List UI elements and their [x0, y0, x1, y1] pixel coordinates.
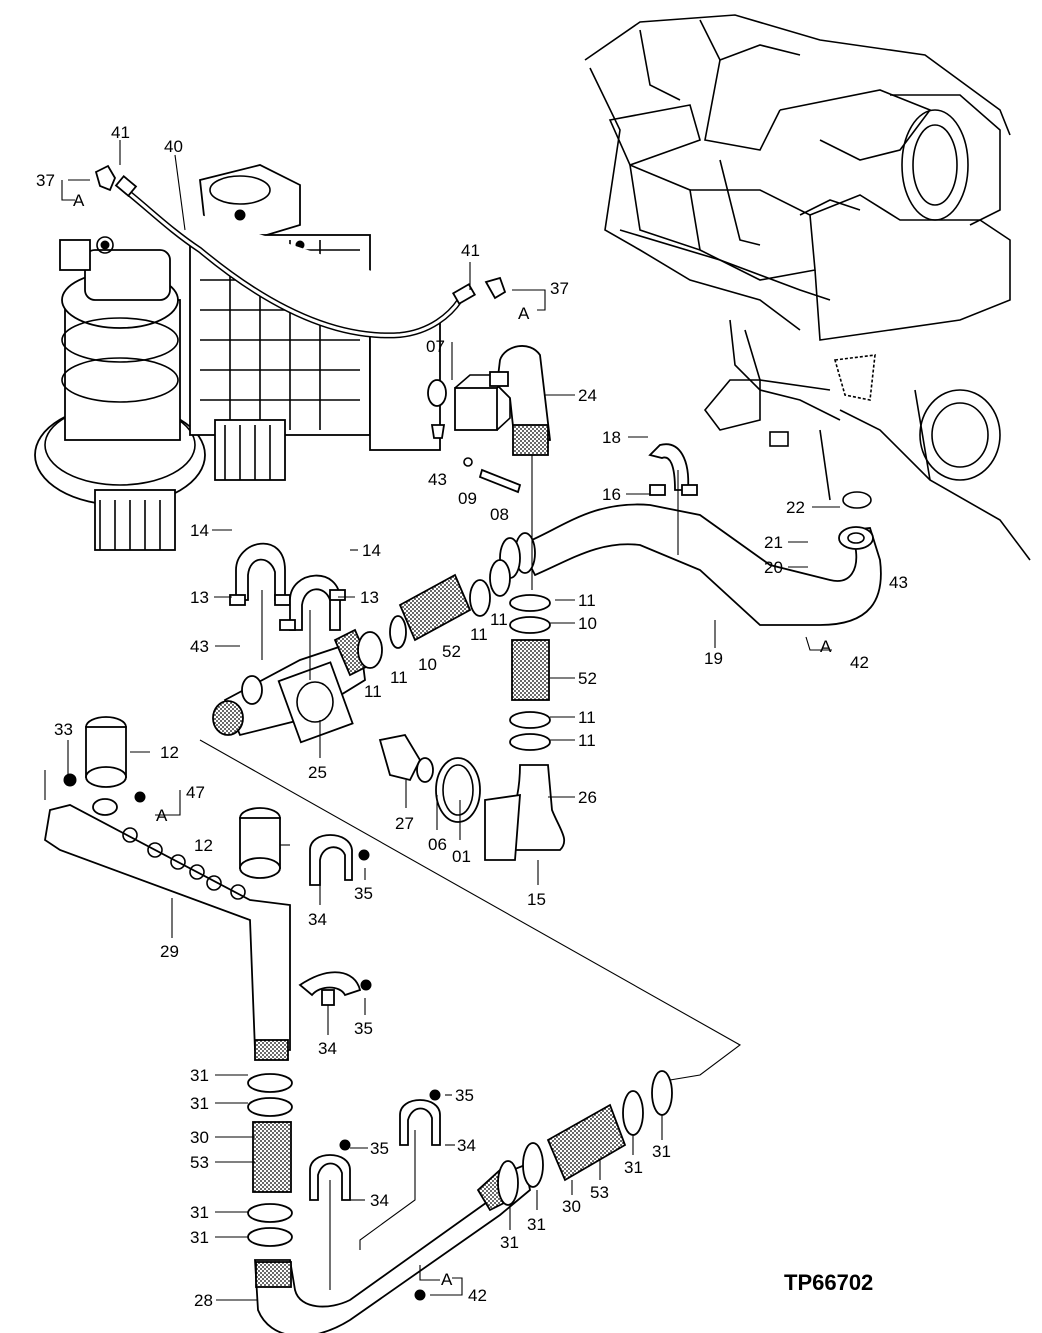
- pilot-hose: [114, 174, 477, 339]
- callout-c11c: 11: [364, 682, 382, 701]
- callout-c13b: 13: [360, 588, 379, 607]
- callout-c41a: 41: [111, 123, 130, 142]
- callout-c06: 06: [428, 835, 447, 854]
- callout-c24: 24: [578, 386, 597, 405]
- callout-c30b: 30: [562, 1197, 581, 1216]
- callout-c31f: 31: [527, 1215, 546, 1234]
- main-pipe: [499, 443, 882, 626]
- callout-c43b: 43: [889, 573, 908, 592]
- swing-motor-and-control-valve: [34, 164, 441, 551]
- callout-c34c: 34: [457, 1136, 476, 1155]
- callout-c35a: 35: [354, 884, 373, 903]
- callout-cAe: A: [441, 1270, 453, 1289]
- callout-c37b: 37: [550, 279, 569, 298]
- callout-c52b: 52: [578, 669, 597, 688]
- callout-c27: 27: [395, 814, 414, 833]
- callout-c42a: 42: [850, 653, 869, 672]
- callout-c43c: 43: [190, 637, 209, 656]
- machine-frame-illustration: [584, 14, 1031, 561]
- callout-c19: 19: [704, 649, 723, 668]
- callout-c31g: 31: [624, 1158, 643, 1177]
- callout-c09: 09: [458, 489, 477, 508]
- fitting-elbows: [94, 164, 507, 300]
- callout-c35b: 35: [354, 1019, 373, 1038]
- callout-c08: 08: [490, 505, 509, 524]
- lower-pipe-group: [247, 1070, 673, 1333]
- callout-c12a: 12: [160, 743, 179, 762]
- callout-c21: 21: [764, 533, 783, 552]
- callout-c52a: 52: [442, 642, 461, 661]
- assembly-reference-lines: [44, 455, 742, 1290]
- callout-c11d: 11: [390, 668, 408, 687]
- callout-c15: 15: [527, 890, 546, 909]
- lower-manifold-group: [44, 716, 372, 1061]
- leader-lines: [61, 140, 840, 1301]
- callout-c53b: 53: [590, 1183, 609, 1202]
- callout-c12b: 12: [194, 836, 213, 855]
- callout-c31d: 31: [190, 1228, 209, 1247]
- intake-adapter-group: [212, 542, 511, 823]
- callout-c35d: 35: [370, 1139, 389, 1158]
- callout-c41b: 41: [461, 241, 480, 260]
- callout-cAa: A: [73, 191, 85, 210]
- callout-c16: 16: [602, 485, 621, 504]
- callout-c43a: 43: [428, 470, 447, 489]
- callout-c01: 01: [452, 847, 471, 866]
- callout-c25: 25: [308, 763, 327, 782]
- callout-c28: 28: [194, 1291, 213, 1310]
- drawing-code: TP66702: [784, 1270, 873, 1295]
- callout-c35c: 35: [455, 1086, 474, 1105]
- callout-c40: 40: [164, 137, 183, 156]
- callout-c31a: 31: [190, 1066, 209, 1085]
- callout-c18: 18: [602, 428, 621, 447]
- callout-c29: 29: [160, 942, 179, 961]
- callout-c22: 22: [786, 498, 805, 517]
- callout-c14b: 14: [362, 541, 381, 560]
- callout-c11f: 11: [578, 708, 596, 727]
- callout-c31h: 31: [652, 1142, 671, 1161]
- callout-c11b: 11: [470, 625, 488, 644]
- callout-c14a: 14: [190, 521, 209, 540]
- callout-c20: 20: [764, 558, 783, 577]
- callout-c30a: 30: [190, 1128, 209, 1147]
- callout-c34b: 34: [318, 1039, 337, 1058]
- callout-cAb: A: [518, 304, 530, 323]
- callout-c37a: 37: [36, 171, 55, 190]
- callout-c53a: 53: [190, 1153, 209, 1172]
- callout-c26: 26: [578, 788, 597, 807]
- callout-c11e: 11: [578, 591, 596, 610]
- callout-c31c: 31: [190, 1203, 209, 1222]
- callout-c07: 07: [426, 337, 445, 356]
- callout-c10a: 10: [418, 655, 437, 674]
- drain-pipe-group: [427, 345, 551, 494]
- callout-labels: 41 40 37 A 41 37 A 07 24 43 09 08 18 16 …: [36, 123, 908, 1310]
- callout-c34a: 34: [308, 910, 327, 929]
- callout-c13a: 13: [190, 588, 209, 607]
- vertical-connector-group: [484, 594, 565, 861]
- callout-c31e: 31: [500, 1233, 519, 1252]
- callout-c33: 33: [54, 720, 73, 739]
- callout-c47: 47: [186, 783, 205, 802]
- callout-c34d: 34: [370, 1191, 389, 1210]
- callout-c11g: 11: [578, 731, 596, 750]
- callout-cAd: A: [156, 806, 168, 825]
- callout-c42b: 42: [468, 1286, 487, 1305]
- callout-c31b: 31: [190, 1094, 209, 1113]
- callout-c11a: 11: [490, 610, 508, 629]
- callout-cAc: A: [820, 637, 832, 656]
- callout-c10b: 10: [578, 614, 597, 633]
